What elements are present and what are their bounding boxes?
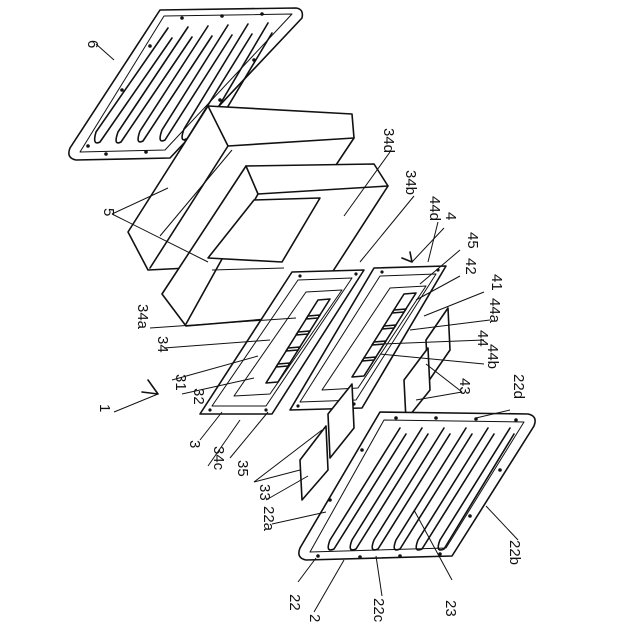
- label-34b: 34b: [402, 170, 419, 195]
- label-33: 33: [256, 484, 273, 501]
- label-31: 31: [172, 374, 189, 391]
- label-42: 42: [462, 258, 479, 275]
- label-22a: 22a: [260, 506, 277, 532]
- label-45: 45: [464, 232, 481, 249]
- label-44a: 44a: [486, 298, 503, 324]
- label-23: 23: [442, 600, 459, 617]
- label-22b: 22b: [506, 540, 523, 565]
- label-41: 41: [488, 274, 505, 291]
- label-43: 43: [456, 378, 473, 395]
- label-22: 22: [286, 594, 303, 611]
- arrow-4: [402, 252, 412, 262]
- label-34: 34: [154, 336, 171, 353]
- label-5: 5: [100, 208, 117, 216]
- label-22c: 22c: [370, 598, 387, 623]
- label-1: 1: [96, 404, 113, 412]
- label-32: 32: [190, 388, 207, 405]
- label-34d: 34d: [380, 128, 397, 153]
- label-2: 2: [306, 614, 323, 622]
- label-34a: 34a: [134, 304, 151, 330]
- label-34c: 34c: [210, 446, 227, 471]
- label-6: 6: [84, 40, 101, 48]
- label-22d: 22d: [510, 374, 527, 399]
- label-44b: 44b: [484, 344, 501, 369]
- label-4: 4: [442, 212, 459, 220]
- label-44d: 44d: [426, 196, 443, 221]
- label-35: 35: [234, 460, 251, 477]
- label-3: 3: [186, 440, 203, 448]
- arrow-1: [142, 380, 158, 394]
